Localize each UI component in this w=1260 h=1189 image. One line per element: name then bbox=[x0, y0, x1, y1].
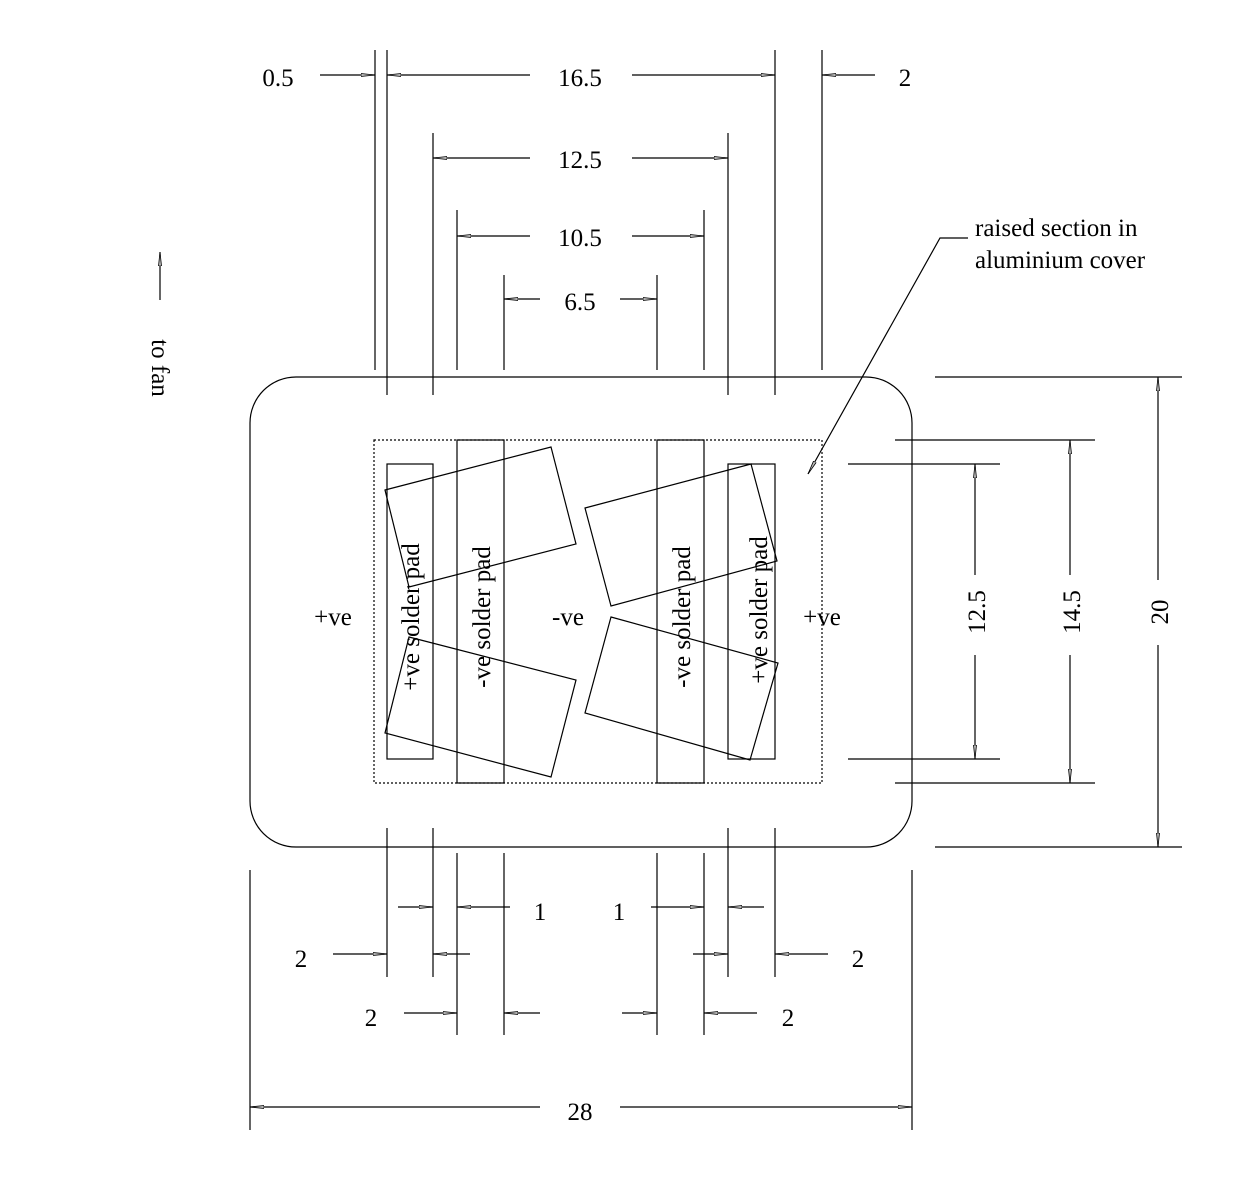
to-fan-label: to fan bbox=[146, 339, 173, 397]
dim-1-left: 1 bbox=[534, 899, 547, 926]
label-pos-left: +ve bbox=[314, 604, 352, 631]
label-pos-right: +ve bbox=[803, 604, 841, 631]
pad-label-1: +ve solder pad bbox=[398, 543, 425, 691]
callout-leader bbox=[807, 237, 968, 475]
dim-0-5: 0.5 bbox=[262, 65, 293, 92]
dim-2-b: 2 bbox=[852, 946, 865, 973]
solder-pad-1 bbox=[386, 463, 434, 760]
dim-2-top: 2 bbox=[899, 65, 912, 92]
dim-12-5-right: 12.5 bbox=[964, 590, 991, 634]
pad-label-2: -ve solder pad bbox=[469, 546, 496, 688]
component-top-right bbox=[584, 463, 778, 607]
bottom-dimension-lines bbox=[249, 828, 913, 1130]
component-bottom-left bbox=[384, 636, 577, 778]
dim-2-a: 2 bbox=[295, 946, 308, 973]
dim-6-5: 6.5 bbox=[564, 289, 595, 316]
dim-1-right: 1 bbox=[613, 899, 626, 926]
solder-pad-2 bbox=[456, 439, 505, 784]
outer-housing bbox=[249, 376, 913, 848]
callout-line2: aluminium cover bbox=[975, 247, 1146, 274]
pad-label-4: +ve solder pad bbox=[746, 536, 773, 684]
component-bottom-right bbox=[584, 616, 779, 761]
dim-2-d: 2 bbox=[782, 1005, 795, 1032]
dim-12-5-top: 12.5 bbox=[558, 147, 602, 174]
label-neg-center: -ve bbox=[552, 604, 584, 631]
dim-20: 20 bbox=[1147, 600, 1174, 625]
solder-pad-3 bbox=[656, 439, 705, 784]
callout-line1: raised section in bbox=[975, 215, 1138, 242]
top-dimension-lines bbox=[320, 75, 875, 299]
pad-label-3: -ve solder pad bbox=[669, 546, 696, 688]
dim-2-c: 2 bbox=[365, 1005, 378, 1032]
right-dimension-lines bbox=[848, 376, 1182, 848]
top-extension-lines bbox=[374, 50, 823, 395]
dim-28: 28 bbox=[568, 1099, 593, 1126]
raised-section-outline bbox=[373, 439, 823, 784]
dim-16-5: 16.5 bbox=[558, 65, 602, 92]
dim-14-5: 14.5 bbox=[1059, 590, 1086, 634]
component-top-left bbox=[384, 446, 577, 588]
dim-10-5: 10.5 bbox=[558, 225, 602, 252]
